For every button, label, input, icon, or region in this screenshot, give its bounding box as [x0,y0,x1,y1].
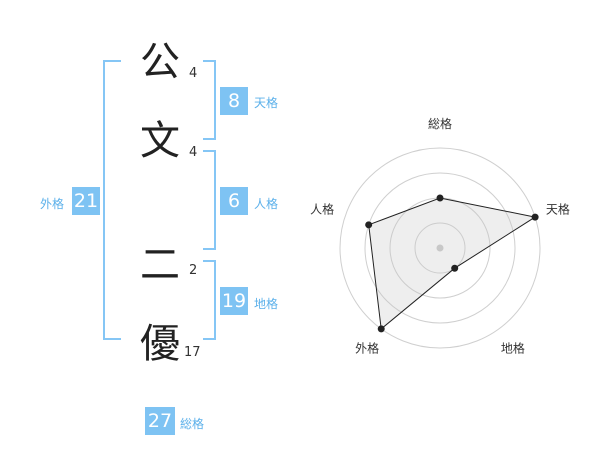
radar-point-5 [365,221,373,229]
soukaku-value: 27 [145,407,175,435]
radar-grid-ring [339,147,541,349]
tenkaku-bracket [203,60,216,140]
stroke-count-2: 4 [189,145,198,160]
tenkaku-label: 天格 [254,96,279,110]
radar-point-2 [531,213,539,221]
gaikaku-bracket [103,60,121,340]
radar-point-1 [436,194,444,202]
name-char-1: 公 [140,39,180,85]
radar-axis-label-4: 外格 [355,340,379,355]
jinkaku-bracket [203,150,216,250]
tenkaku-value: 8 [220,87,248,115]
radar-series-area [368,197,537,330]
radar-center-dot [436,244,444,252]
radar-grid-ring [364,172,516,324]
radar-point-3 [451,264,459,272]
jinkaku-value: 6 [220,187,248,215]
stroke-count-4: 17 [184,345,201,360]
name-char-3: 二 [140,242,180,288]
radar-axis-label-1: 総格 [428,116,452,131]
soukaku-label: 総格 [180,417,205,431]
jinkaku-label: 人格 [254,197,279,211]
name-char-2: 文 [140,118,180,164]
chikaku-label: 地格 [254,297,279,311]
gaikaku-value: 21 [72,187,100,215]
chikaku-value: 19 [220,287,248,315]
chikaku-bracket [203,260,216,340]
stroke-count-3: 2 [189,263,198,278]
radar-point-4 [377,325,385,333]
stroke-count-1: 4 [189,66,198,81]
name-char-4: 優 [140,321,180,367]
gaikaku-label: 外格 [40,197,65,211]
radar-axis-label-3: 地格 [501,340,525,355]
radar-grid-ring [414,222,466,274]
radar-axis-label-5: 人格 [310,202,334,217]
radar-axis-label-2: 天格 [546,202,570,217]
